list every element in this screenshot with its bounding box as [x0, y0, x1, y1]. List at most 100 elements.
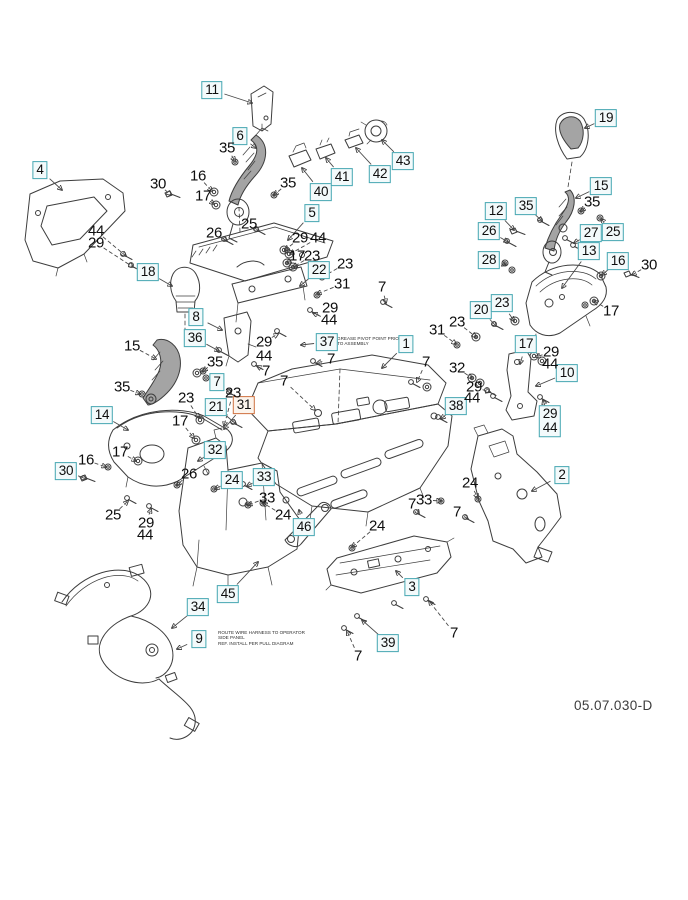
callout-box[interactable]: 18 [136, 263, 160, 281]
callout-box[interactable]: 38 [444, 397, 468, 415]
callout-box[interactable]: 42 [368, 165, 392, 183]
callout-number: 16 [77, 451, 95, 469]
callout-box[interactable]: 41 [330, 168, 354, 186]
callout-box[interactable]: 31 [232, 396, 256, 414]
callout-box[interactable]: 43 [391, 152, 415, 170]
callout-box[interactable]: 30 [54, 462, 78, 480]
callout-box[interactable]: 12 [484, 202, 508, 220]
callout-box[interactable]: 28 [477, 251, 501, 269]
callout-number: 16 [189, 167, 207, 185]
callout-number: 7 [261, 362, 271, 380]
callout-number: 23 [177, 389, 195, 407]
callout-number: 29 [465, 378, 483, 396]
callout-number: 35 [583, 193, 601, 211]
callout-box[interactable]: 4 [32, 161, 48, 179]
callout-box[interactable]: 34 [186, 598, 210, 616]
callout-box[interactable]: 26 [477, 222, 501, 240]
callout-box[interactable]: 6 [232, 127, 248, 145]
callout-number: 7 [377, 278, 387, 296]
callout-box[interactable]: 46 [292, 518, 316, 536]
callout-box[interactable]: 35 [514, 197, 538, 215]
callout-box[interactable]: 17 [514, 335, 538, 353]
callout-box[interactable]: 25 [601, 223, 625, 241]
callout-box[interactable]: 23 [490, 294, 514, 312]
leader-lines [49, 93, 642, 649]
callout-box[interactable]: 37 [315, 333, 339, 351]
callout-box[interactable]: 2 [554, 466, 570, 484]
callout-number: 44 [309, 229, 327, 247]
callout-number: 7 [279, 372, 289, 390]
callout-box[interactable]: 16 [606, 252, 630, 270]
callout-number: 29 [291, 229, 309, 247]
callout-number: 23 [224, 384, 242, 402]
callout-box[interactable]: 45 [216, 585, 240, 603]
callout-number: 26 [205, 224, 223, 242]
part-boot-18 [170, 266, 201, 339]
callout-number: 24 [274, 506, 292, 524]
callout-number: 7 [452, 503, 462, 521]
callout-box[interactable]: 7 [209, 373, 225, 391]
callout-number: 23 [336, 255, 354, 273]
callout-number: 26 [180, 465, 198, 483]
note-line: ROUTE WIRE HARNESS TO OPERATOR SIDE PANE… [218, 630, 305, 641]
callout-box[interactable]: 40 [309, 183, 333, 201]
callout-number: 17 [194, 187, 212, 205]
callout-number: 15 [123, 337, 141, 355]
note-line: GREASE PIVOT POINT PRIOR [337, 336, 403, 341]
callout-box[interactable]: 39 [376, 634, 400, 652]
note-line: TO ASSEMBLY [337, 341, 369, 347]
assembly-note-harness: ROUTE WIRE HARNESS TO OPERATOR SIDE PANE… [218, 630, 313, 646]
callout-box[interactable]: 13 [577, 242, 601, 260]
callout-box[interactable]: 24 [220, 471, 244, 489]
callout-box[interactable]: 27 [579, 224, 603, 242]
callout-number: 25 [104, 506, 122, 524]
callout-box[interactable]: 32 [203, 441, 227, 459]
callout-number: 32 [448, 359, 466, 377]
callout-number: 7 [449, 624, 459, 642]
callout-number: 29 [542, 343, 560, 361]
callout-number: 30 [640, 256, 658, 274]
callout-number: 24 [461, 474, 479, 492]
part-panel-13 [525, 264, 607, 345]
callout-number: 44 [87, 222, 105, 240]
callout-number: 29 [137, 514, 155, 532]
callout-box[interactable]: 19 [594, 109, 618, 127]
callout-box[interactable]: 10 [555, 364, 579, 382]
callout-number: 35 [218, 139, 236, 157]
part-knob-19 [555, 111, 589, 188]
callout-number: 17 [171, 412, 189, 430]
callout-number: 24 [368, 517, 386, 535]
callout-number: 17 [288, 247, 306, 265]
part-bracket-8 [223, 311, 257, 367]
callout-box[interactable]: 33 [252, 468, 276, 486]
callout-number: 35 [113, 378, 131, 396]
callout-number: 35 [206, 353, 224, 371]
callout-box[interactable]: 3 [404, 578, 420, 596]
callout-box[interactable]: 14 [90, 406, 114, 424]
part-bracket-2 [470, 424, 562, 564]
callout-box[interactable]: 1 [398, 335, 414, 353]
callout-number: 23 [303, 247, 321, 265]
callout-box[interactable]: 15 [589, 177, 613, 195]
callout-number: 23 [448, 313, 466, 331]
part-switches-40-41-42-43 [288, 119, 388, 168]
part-lever-6 [226, 127, 269, 243]
callout-box[interactable]: 11 [201, 81, 223, 99]
callout-box[interactable]: 9 [191, 630, 207, 648]
part-rail-3 [325, 535, 455, 594]
callout-box[interactable]: 21 [204, 398, 228, 416]
callout-number: 44 [136, 526, 154, 544]
callout-box[interactable]: 20 [469, 301, 493, 319]
callout-number: 44 [541, 355, 559, 373]
assembly-note-grease: GREASE PIVOT POINT PRIOR TO ASSEMBLY [337, 336, 407, 347]
drawing-number: 05.07.030-D [574, 698, 653, 713]
callout-number: 7 [326, 350, 336, 368]
callout-box[interactable]: 29 44 [538, 405, 562, 437]
callout-number: 7 [421, 353, 431, 371]
callout-number: 29 [87, 234, 105, 252]
callout-number: 31 [333, 275, 351, 293]
callout-box[interactable]: 36 [183, 329, 207, 347]
callout-box[interactable]: 8 [188, 308, 204, 326]
callout-box[interactable]: 5 [304, 204, 320, 222]
callout-number: 17 [111, 443, 129, 461]
